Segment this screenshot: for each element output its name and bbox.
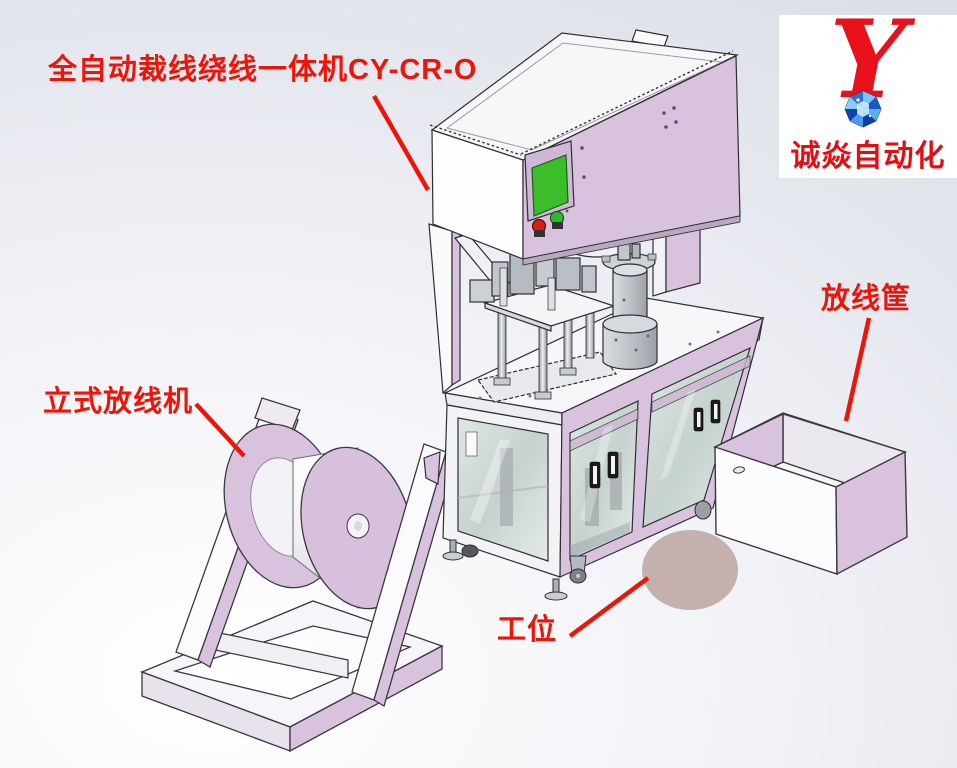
hmi-panel [524,140,575,237]
work-station-label: 工位 [497,614,558,646]
wire-basket-label: 放线筐 [821,283,912,315]
wire-spool [223,423,414,610]
diamond-gem-icon [844,90,882,128]
winding-mechanism [469,235,597,311]
main-machine [423,29,765,601]
station-marker [642,530,738,610]
leveling-foot [552,578,560,594]
company-logo: Y 诚焱自动化 [779,1,957,178]
hmi-screen [531,154,569,217]
leader-line-basket [843,317,872,422]
leader-line-station [568,576,650,638]
leveling-foot [694,500,712,520]
control-head-box [429,29,741,266]
glass-door-right [642,346,751,528]
machine-title-label: 全自动裁线绕线一体机CY-CR-O [48,54,478,86]
spool-stand-label: 立式放线机 [43,386,194,418]
spool-stand [140,397,457,753]
leader-line-spool [194,402,246,458]
wire-basket [713,412,908,576]
company-name: 诚焱自动化 [790,140,946,173]
rotary-turret [601,239,658,370]
leveling-foot [449,539,457,554]
enclosure-cabinet [423,316,764,601]
leader-line-title [372,94,430,192]
right-column [652,223,701,297]
